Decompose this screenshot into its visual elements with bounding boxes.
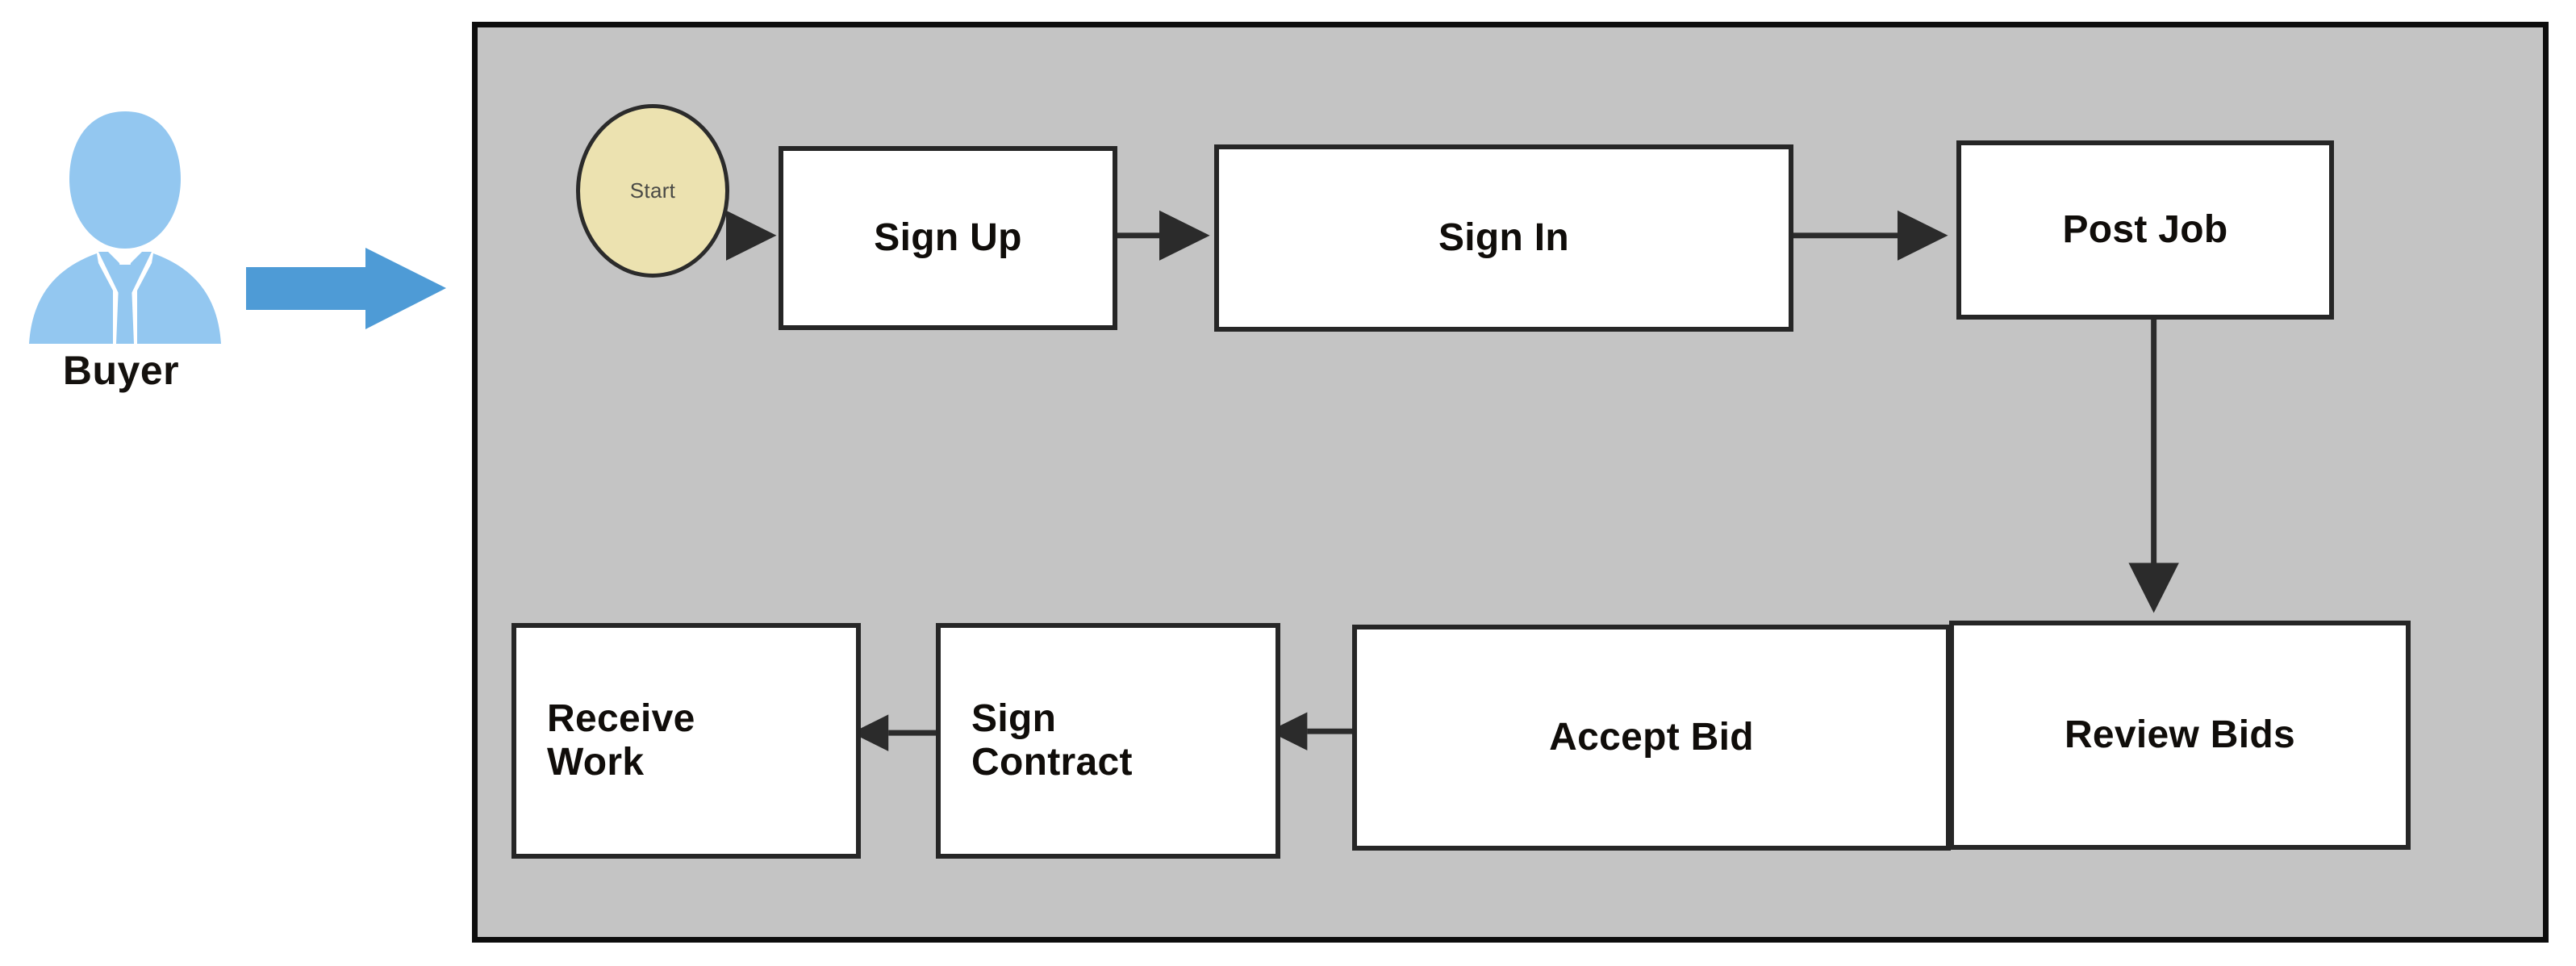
node-sign-contract-line1: Sign	[971, 697, 1057, 741]
node-sign-in[interactable]: Sign In	[1214, 144, 1793, 332]
node-sign-up-label: Sign Up	[874, 216, 1022, 260]
node-sign-contract-label: Sign Contract	[971, 697, 1133, 784]
process-container: Start Sign Up Sign In Post Job Review Bi…	[472, 22, 2549, 943]
node-receive-work-line2: Work	[547, 741, 645, 784]
node-sign-in-label: Sign In	[1438, 216, 1570, 260]
node-sign-contract-line2: Contract	[971, 741, 1133, 784]
node-accept-bid-label: Accept Bid	[1549, 716, 1754, 759]
node-receive-work-line1: Receive	[547, 697, 695, 741]
node-sign-up[interactable]: Sign Up	[779, 146, 1117, 330]
node-review-bids[interactable]: Review Bids	[1949, 621, 2411, 850]
node-post-job[interactable]: Post Job	[1956, 140, 2334, 320]
node-sign-contract[interactable]: Sign Contract	[936, 623, 1280, 859]
node-post-job-label: Post Job	[2062, 208, 2228, 252]
node-accept-bid[interactable]: Accept Bid	[1352, 625, 1951, 851]
node-receive-work-label: Receive Work	[547, 697, 695, 784]
node-receive-work[interactable]: Receive Work	[511, 623, 861, 859]
actor-buyer: Buyer	[0, 105, 266, 428]
node-start[interactable]: Start	[576, 104, 729, 278]
person-icon	[24, 105, 226, 347]
node-start-label: Start	[629, 178, 676, 203]
actor-label: Buyer	[62, 348, 180, 393]
node-review-bids-label: Review Bids	[2064, 713, 2296, 757]
block-arrow-right-icon	[246, 246, 448, 331]
